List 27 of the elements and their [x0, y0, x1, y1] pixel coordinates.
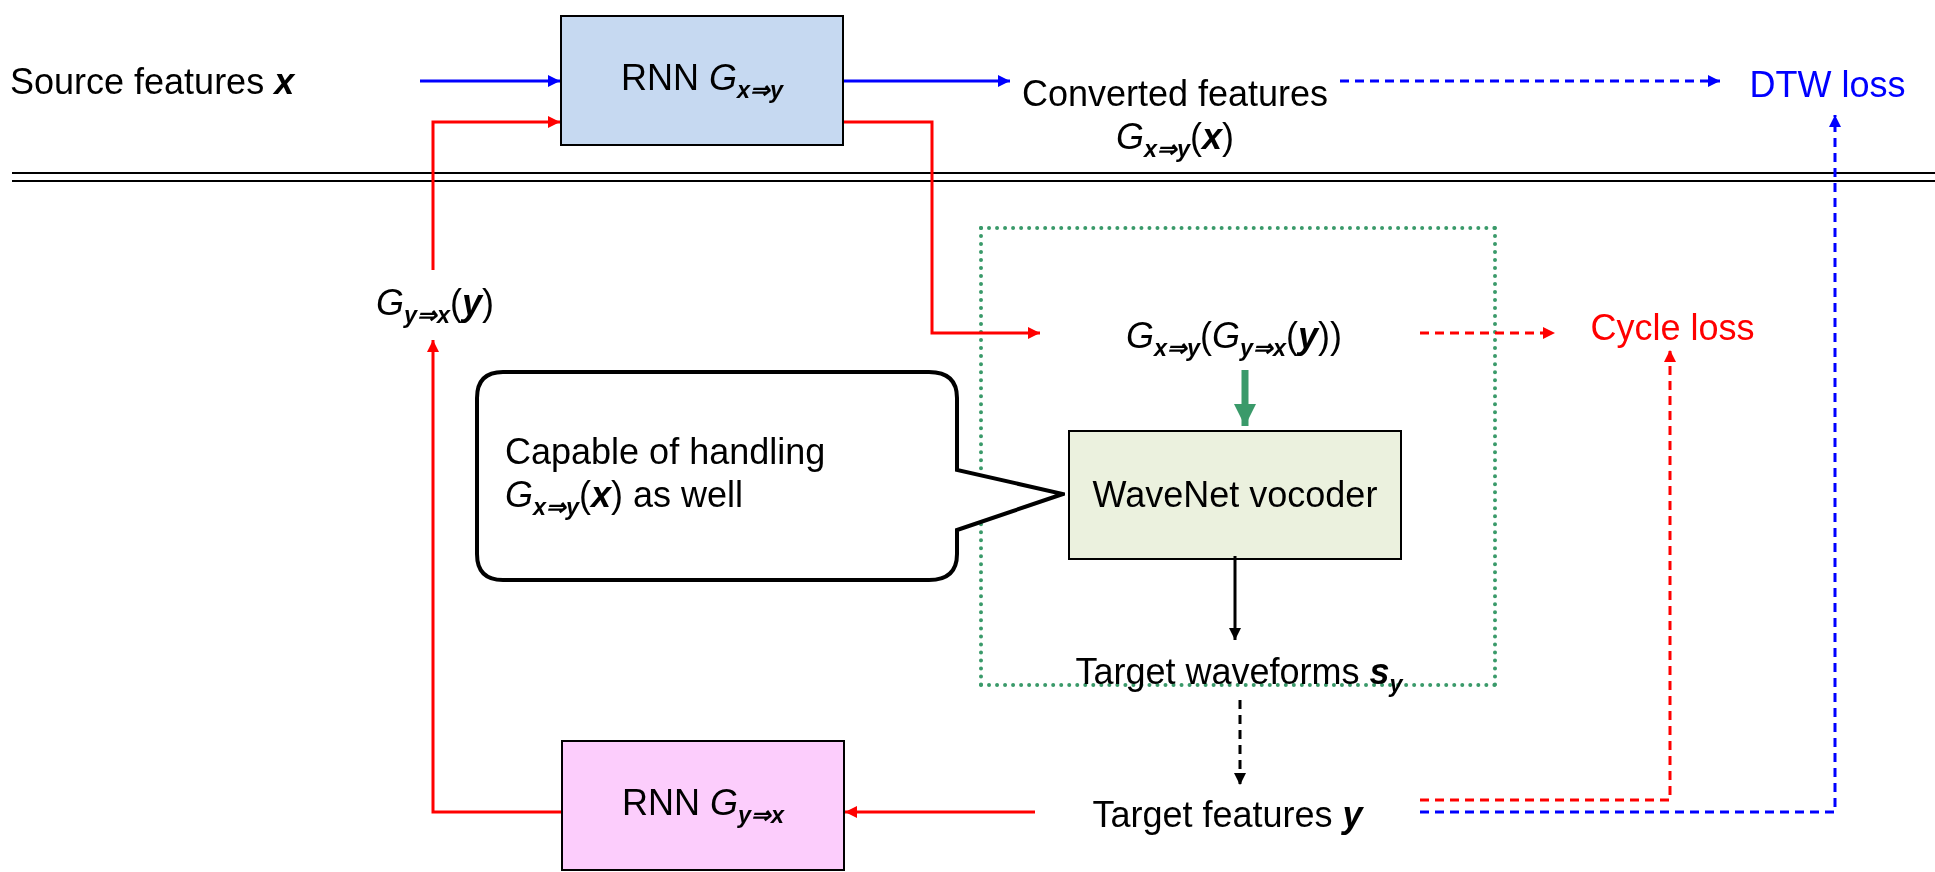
- process-box: [561, 740, 845, 871]
- arrow: [845, 806, 1035, 818]
- arrow: [1234, 700, 1246, 785]
- feature-label: Target waveforms s$_{y}$: [1075, 649, 1403, 699]
- callout-text: Capable of handling G$_{x⇒y}$(x) as well: [504, 430, 827, 522]
- arrow: [431, 116, 560, 270]
- arrow: [1340, 75, 1720, 87]
- feature-label: G$_{x⇒y}$(G$_{y⇒x}$(y)): [1125, 313, 1343, 363]
- feature-label: G$_{y⇒x}$(y): [375, 280, 495, 330]
- arrow: [1229, 556, 1241, 640]
- loss-label: Cycle loss: [1590, 305, 1755, 350]
- feature-label: Source features x: [10, 60, 295, 104]
- arrow: [427, 340, 561, 814]
- arrow: [1420, 350, 1676, 802]
- arrow: [420, 75, 560, 87]
- box-label: RNN G$_{y⇒x}$: [621, 781, 784, 830]
- feature-label: Converted features G$_{x⇒y}$(x): [1020, 71, 1330, 164]
- box-label: RNN G$_{x⇒y}$: [620, 56, 783, 105]
- loss-label: DTW loss: [1749, 63, 1906, 107]
- box-label: WaveNet vocoder: [1092, 473, 1378, 517]
- arrow: [1420, 327, 1555, 339]
- process-box: [1068, 430, 1402, 560]
- arrow: [1420, 115, 1841, 814]
- arrow: [844, 75, 1010, 87]
- process-box: [560, 15, 844, 146]
- feature-label: Target features y: [1092, 793, 1363, 837]
- arrow: [844, 120, 1040, 339]
